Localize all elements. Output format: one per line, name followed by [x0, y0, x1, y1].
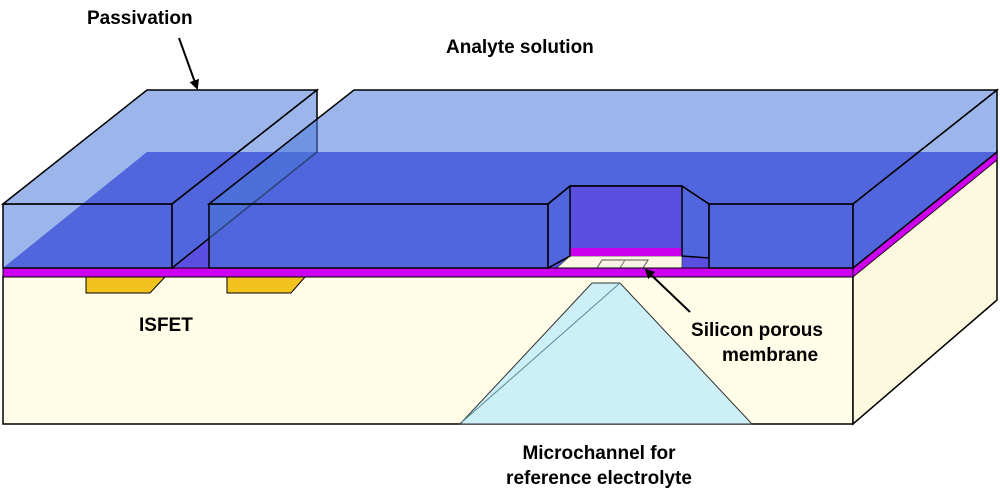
isfet-pad-1: [85, 276, 167, 294]
isfet-label: ISFET: [139, 315, 193, 336]
microchannel: [458, 282, 754, 425]
passivation-layer-front: [2, 267, 854, 278]
passivation-arrow: [178, 37, 199, 90]
isfet-pad-2: [226, 276, 307, 294]
passivation-block-right: [206, 88, 1000, 270]
microchannel-label-line2: reference electrolyte: [506, 468, 692, 489]
passivation-label: Passivation: [87, 8, 193, 29]
membrane-label-line2: membrane: [722, 345, 818, 366]
membrane-arrow: [644, 268, 691, 313]
analyte-solution-label: Analyte solution: [446, 37, 594, 58]
microchannel-label-line1: Microchannel for: [522, 443, 676, 464]
microchannel-edge: [461, 282, 621, 423]
membrane-window-magenta-rim: [570, 248, 682, 256]
membrane-label-line1: Silicon porous: [691, 320, 823, 341]
